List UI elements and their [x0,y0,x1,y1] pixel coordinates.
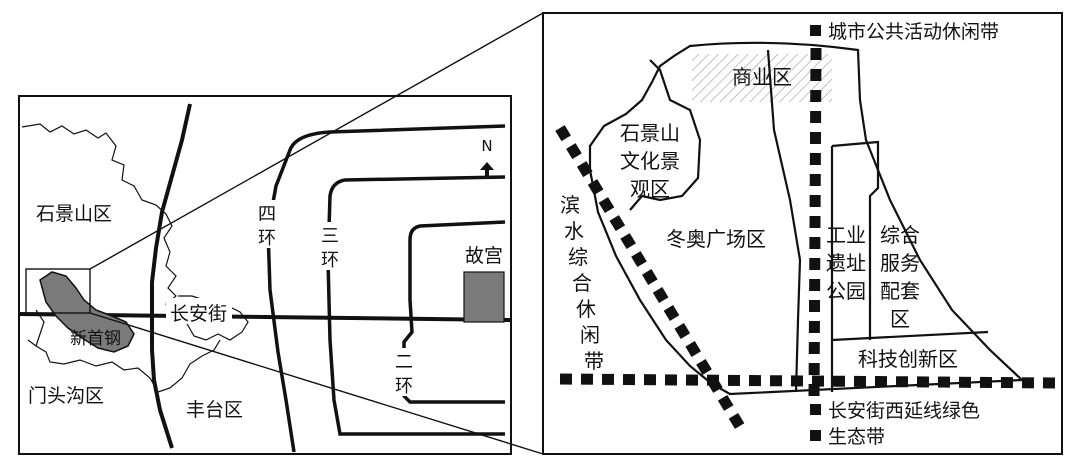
binshui-belt-label-3: 综 [568,245,588,269]
district-boundary-line-south [27,339,221,393]
second-ring-label-1: 二 [395,352,413,373]
district-label-shijingshan: 石景山区 [36,203,112,225]
zone-label-culture-1: 石景山 [620,121,680,145]
legend-label-changan-green-2: 生态带 [828,426,885,448]
north-label: N [481,137,492,155]
service-zone-west-line [831,140,880,340]
legend-label-public-activity: 城市公共活动休闲带 [828,21,999,43]
legend-swatch-changan-green-2 [810,430,821,441]
site-label-new-shougang: 新首钢 [70,329,121,349]
binshui-belt-label-7: 带 [584,349,604,373]
street-label-bg [166,298,232,324]
binshui-belt-dashed-line [555,125,747,433]
landmark-label-forbidden-city: 故宫 [465,245,503,267]
binshui-belt-label-6: 闲 [580,323,600,347]
culture-zone-boundary [629,59,702,211]
binshui-belt-label-1: 滨 [560,193,580,217]
fourth-ring-road [266,124,506,453]
zoom-connector-top [89,12,544,270]
fourth-ring-label-bg [255,200,279,248]
overview-map: N 石景山区 门头沟区 丰台区 新首钢 长安街 四 环 三 环 二 环 故宫 [18,95,512,455]
industrial-park-west-line [766,49,802,393]
legend-swatch-changan-green [810,404,821,415]
detail-map: 商业区 石景山 文化景 观区 冬奥广场区 工业 遗址 公园 综合 服务 配套 区… [542,12,1063,455]
third-ring-label-2: 环 [321,250,339,271]
zone-label-service-2: 服务 [880,251,920,275]
overview-map-frame [18,95,512,455]
zone-label-culture-2: 文化景 [620,149,680,173]
legend-label-changan-green-1: 长安街西延线绿色 [828,400,980,422]
binshui-belt-label-2: 水 [564,219,584,243]
locator-rectangle [25,268,91,314]
binshui-belt-label-5: 休 [576,297,596,321]
district-label-mentougou: 门头沟区 [28,385,104,407]
tech-zone-north-line [830,146,989,392]
legend-swatch-public-activity [810,25,821,36]
forbidden-city-block [463,271,505,323]
binshui-belt-label-4: 合 [572,271,592,295]
zone-label-service-4: 区 [890,307,910,331]
second-ring-label-bg [392,348,416,396]
zone-label-commercial: 商业区 [732,65,792,89]
zone-label-winter-olympics: 冬奥广场区 [666,227,766,251]
fourth-ring-label-1: 四 [258,204,276,225]
zone-label-industrial-2: 遗址 [826,251,866,275]
third-ring-label-1: 三 [321,226,339,247]
zone-label-tech: 科技创新区 [858,347,958,371]
site-outline [588,41,1025,396]
commercial-zone-hatch [692,54,832,102]
zone-label-service-3: 配套 [880,279,920,303]
street-label-changan: 长安街 [170,303,227,325]
fourth-ring-label-2: 环 [258,228,276,249]
zone-label-industrial-3: 公园 [826,279,866,303]
third-ring-label-bg [318,222,342,270]
zone-label-culture-3: 观区 [630,177,670,201]
western-highway-line [150,103,192,449]
zoom-connector-bottom [89,312,544,455]
north-arrow-icon [480,162,494,176]
public-activity-belt-dashed-line [808,47,822,401]
third-ring-road [326,175,506,436]
district-boundary-line [21,123,249,341]
new-shougang-site-shape [39,271,135,353]
district-label-fengtai: 丰台区 [186,399,243,421]
zone-label-service-1: 综合 [880,223,920,247]
zone-label-industrial-1: 工业 [826,223,866,247]
second-ring-label-2: 环 [395,376,413,397]
